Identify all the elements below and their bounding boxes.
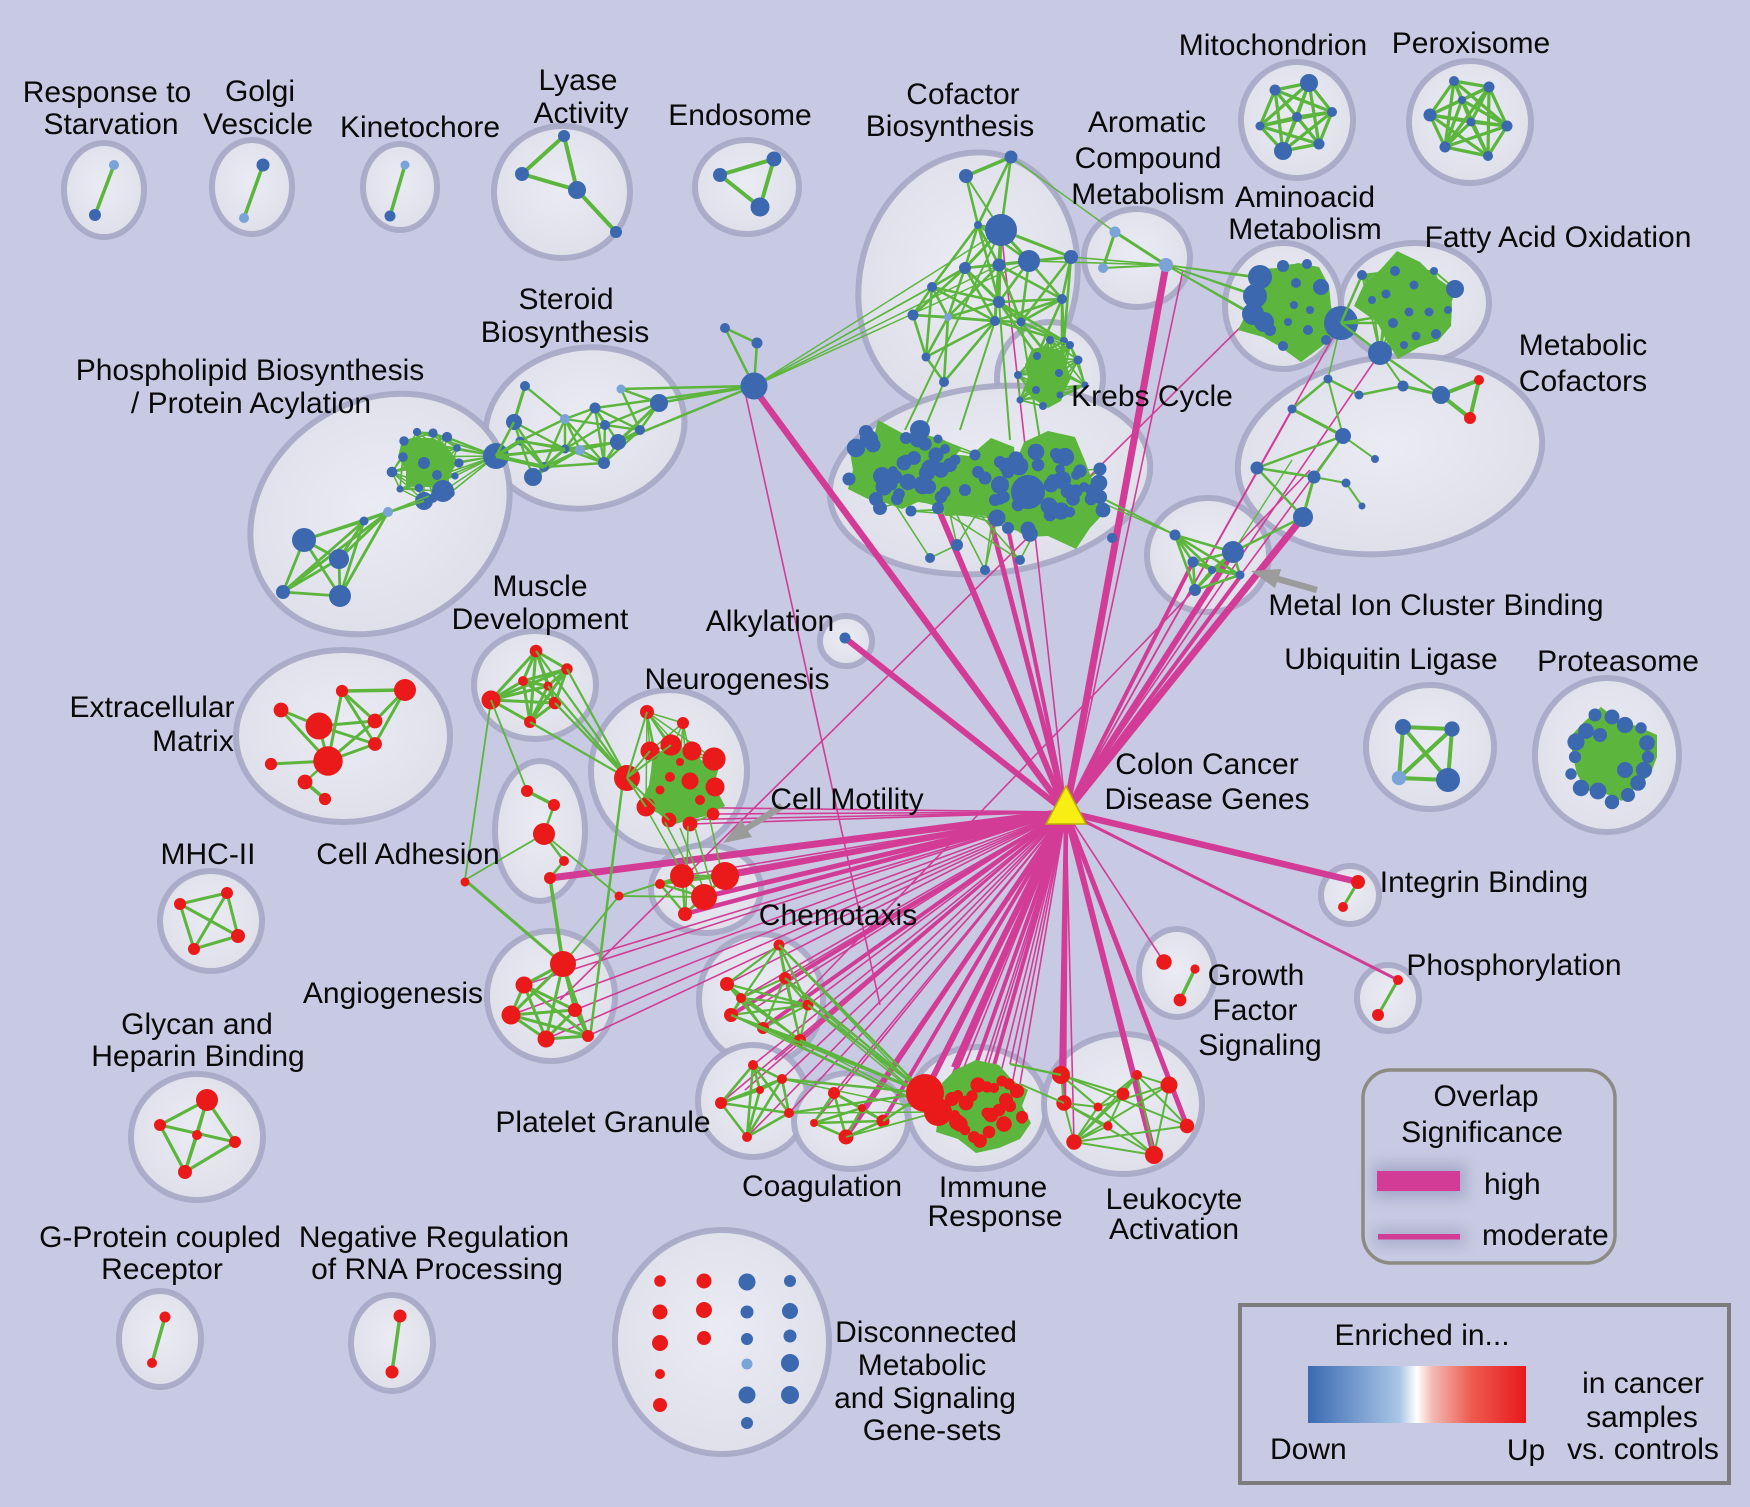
svg-text:Metabolism: Metabolism: [1228, 213, 1381, 246]
svg-text:Compound: Compound: [1075, 142, 1222, 175]
svg-text:Biosynthesis: Biosynthesis: [481, 316, 649, 349]
svg-text:of RNA Processing: of RNA Processing: [311, 1253, 563, 1286]
svg-text:Metabolism: Metabolism: [1071, 178, 1224, 211]
svg-text:/ Protein Acylation: / Protein Acylation: [131, 387, 371, 420]
svg-text:Response: Response: [927, 1200, 1062, 1233]
svg-text:Disconnected: Disconnected: [835, 1316, 1017, 1349]
svg-text:MHC-II: MHC-II: [161, 838, 256, 871]
svg-text:Steroid: Steroid: [518, 283, 613, 316]
svg-text:Phospholipid Biosynthesis: Phospholipid Biosynthesis: [76, 354, 425, 387]
svg-text:Chemotaxis: Chemotaxis: [759, 899, 917, 932]
svg-text:Growth: Growth: [1208, 959, 1305, 992]
svg-text:Up: Up: [1507, 1434, 1545, 1467]
svg-text:moderate: moderate: [1482, 1219, 1609, 1252]
svg-text:Heparin Binding: Heparin Binding: [91, 1040, 304, 1073]
svg-text:Leukocyte: Leukocyte: [1106, 1183, 1243, 1216]
svg-text:Matrix: Matrix: [152, 725, 234, 758]
svg-text:Gene-sets: Gene-sets: [863, 1414, 1001, 1447]
svg-text:Starvation: Starvation: [43, 108, 178, 141]
svg-text:Alkylation: Alkylation: [706, 605, 834, 638]
svg-text:Signaling: Signaling: [1198, 1029, 1321, 1062]
svg-text:Cell Motility: Cell Motility: [770, 783, 923, 816]
svg-text:G-Protein coupled: G-Protein coupled: [39, 1221, 281, 1254]
svg-text:Factor: Factor: [1212, 994, 1297, 1027]
svg-text:Ubiquitin Ligase: Ubiquitin Ligase: [1284, 643, 1497, 676]
svg-text:Extracellular: Extracellular: [69, 691, 234, 724]
svg-text:Colon Cancer: Colon Cancer: [1115, 748, 1298, 781]
svg-text:Metabolic: Metabolic: [858, 1349, 986, 1382]
svg-text:Neurogenesis: Neurogenesis: [644, 663, 829, 696]
svg-text:Activity: Activity: [533, 97, 628, 130]
svg-text:Endosome: Endosome: [668, 99, 811, 132]
svg-text:Metabolic: Metabolic: [1519, 329, 1647, 362]
svg-text:vs. controls: vs. controls: [1567, 1433, 1719, 1466]
svg-text:Receptor: Receptor: [101, 1253, 223, 1286]
svg-text:Peroxisome: Peroxisome: [1392, 27, 1550, 60]
svg-text:Cofactors: Cofactors: [1519, 365, 1647, 398]
svg-text:Coagulation: Coagulation: [742, 1170, 902, 1203]
svg-text:in cancer: in cancer: [1582, 1367, 1704, 1400]
svg-text:Kinetochore: Kinetochore: [340, 111, 500, 144]
svg-text:Response to: Response to: [23, 76, 191, 109]
svg-text:Glycan and: Glycan and: [121, 1008, 273, 1041]
svg-text:Phosphorylation: Phosphorylation: [1406, 949, 1621, 982]
svg-text:Enriched in...: Enriched in...: [1334, 1319, 1509, 1352]
svg-text:Activation: Activation: [1109, 1213, 1239, 1246]
svg-text:Lyase: Lyase: [539, 64, 618, 97]
svg-text:Significance: Significance: [1401, 1116, 1563, 1149]
svg-text:Vescicle: Vescicle: [203, 108, 313, 141]
svg-text:and Signaling: and Signaling: [834, 1382, 1016, 1415]
svg-text:Muscle: Muscle: [492, 570, 587, 603]
svg-text:Krebs Cycle: Krebs Cycle: [1071, 380, 1233, 413]
svg-text:Cofactor: Cofactor: [906, 78, 1019, 111]
svg-text:Disease Genes: Disease Genes: [1104, 783, 1309, 816]
svg-text:Down: Down: [1270, 1433, 1347, 1466]
svg-text:Fatty Acid Oxidation: Fatty Acid Oxidation: [1425, 221, 1692, 254]
svg-text:Aminoacid: Aminoacid: [1235, 181, 1375, 214]
svg-text:Aromatic: Aromatic: [1088, 106, 1206, 139]
svg-text:Mitochondrion: Mitochondrion: [1179, 29, 1367, 62]
svg-text:Integrin Binding: Integrin Binding: [1380, 866, 1588, 899]
svg-text:Metal Ion Cluster Binding: Metal Ion Cluster Binding: [1268, 589, 1603, 622]
svg-text:Immune: Immune: [939, 1171, 1047, 1204]
svg-text:high: high: [1484, 1168, 1541, 1201]
svg-text:Proteasome: Proteasome: [1537, 645, 1699, 678]
svg-text:Overlap: Overlap: [1433, 1080, 1538, 1113]
svg-text:samples: samples: [1586, 1401, 1698, 1434]
svg-text:Golgi: Golgi: [225, 75, 295, 108]
svg-text:Biosynthesis: Biosynthesis: [866, 110, 1034, 143]
svg-text:Development: Development: [452, 603, 629, 636]
svg-text:Cell Adhesion: Cell Adhesion: [316, 838, 499, 871]
svg-text:Angiogenesis: Angiogenesis: [303, 977, 483, 1010]
svg-text:Platelet Granule: Platelet Granule: [495, 1106, 710, 1139]
svg-text:Negative Regulation: Negative Regulation: [299, 1221, 569, 1254]
